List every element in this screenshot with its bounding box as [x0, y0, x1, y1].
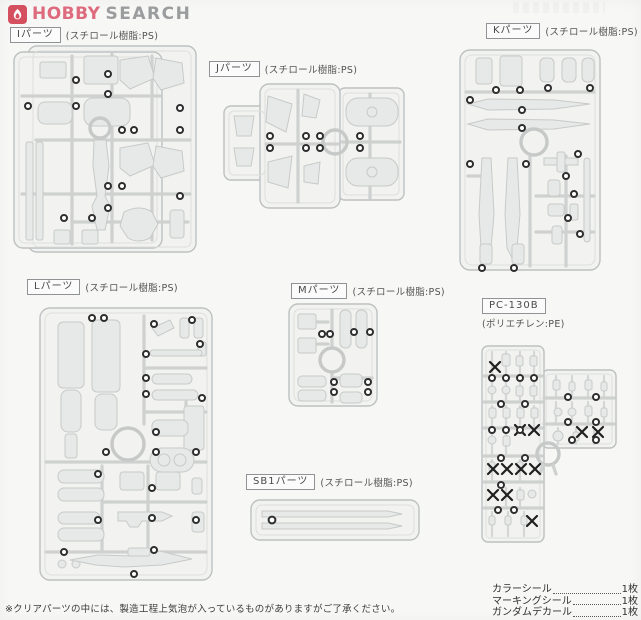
runner-pc-label: PC-130B (ポリエチレン:PE) — [482, 298, 565, 330]
runner-j-label: Jパーツ (スチロール樹脂:PS) — [209, 61, 357, 77]
print-bleed-artifact — [513, 2, 605, 13]
runner-l-material: (スチロール樹脂:PS) — [85, 283, 178, 294]
hobby-search-logo: HOBBY SEARCH — [8, 4, 191, 24]
runner-i-label: Iパーツ (スチロール樹脂:PS) — [10, 27, 158, 43]
flame-icon — [8, 4, 27, 24]
runner-k-code-box: Kパーツ — [486, 23, 541, 39]
logo-text-primary: HOBBY — [32, 4, 101, 24]
part-number-markers — [24, 70, 184, 222]
content-count: 1枚 — [621, 584, 638, 595]
runner-pc-material: (ポリエチレン:PE) — [482, 319, 565, 330]
runner-m-material: (スチロール樹脂:PS) — [352, 287, 445, 298]
content-label: ガンダムデカール — [492, 607, 572, 618]
logo-text-secondary: SEARCH — [105, 4, 192, 24]
dotted-leader — [572, 604, 621, 605]
runner-i-sprue-diagram — [12, 44, 198, 256]
content-label: カラーシール — [492, 584, 552, 595]
sprue-drawing-m — [288, 303, 378, 407]
runner-j-material: (スチロール樹脂:PS) — [264, 65, 358, 76]
content-count: 1枚 — [621, 607, 638, 618]
sprue-drawing-j — [223, 83, 405, 209]
sprue-drawing-pc — [481, 345, 617, 543]
runner-pc-sprue-diagram — [468, 340, 626, 548]
part-number-markers — [266, 132, 364, 152]
part-number-markers — [60, 314, 206, 578]
unused-part-x-marks — [486, 360, 605, 528]
runner-i-material: (スチロール樹脂:PS) — [65, 31, 159, 42]
kit-contents-list: カラーシール 1枚 マーキングシール 1枚 ガンダムデカール 1枚 — [492, 584, 638, 619]
sprue-drawing-l — [39, 307, 213, 581]
dotted-leader — [573, 615, 621, 617]
dotted-leader — [552, 592, 621, 594]
part-number-markers — [466, 84, 594, 272]
runner-k-sprue-diagram — [456, 46, 604, 274]
list-item: カラーシール 1枚 — [492, 584, 638, 596]
list-item: ガンダムデカール 1枚 — [492, 607, 638, 619]
content-count: 1枚 — [621, 595, 638, 607]
runner-sb1-material: (スチロール樹脂:PS) — [320, 478, 413, 489]
runner-i-code-box: Iパーツ — [10, 27, 61, 43]
list-item: マーキングシール 1枚 — [492, 596, 638, 608]
runner-pc-code-box: PC-130B — [482, 298, 546, 314]
runner-sb1-sprue-diagram — [249, 498, 421, 542]
runner-k-label: Kパーツ (スチロール樹脂:PS) — [486, 23, 638, 39]
content-label: マーキングシール — [492, 595, 572, 607]
runner-l-code-box: Lパーツ — [27, 279, 81, 295]
clear-parts-footnote: ※クリアパーツの中には、製造工程上気泡が入っているものがありますがご了承ください… — [5, 604, 401, 615]
runner-k-material: (スチロール樹脂:PS) — [545, 27, 638, 38]
part-number-markers — [488, 374, 600, 514]
sprue-drawing-sb1 — [250, 499, 420, 541]
runner-j-sprue-diagram — [222, 80, 406, 220]
runner-sb1-label: SB1パーツ (スチロール樹脂:PS) — [246, 474, 413, 490]
part-number-markers — [318, 328, 374, 396]
sprue-drawing-i — [13, 45, 197, 253]
runner-m-code-box: Mパーツ — [291, 283, 348, 299]
runner-j-code-box: Jパーツ — [209, 61, 260, 77]
runner-m-label: Mパーツ (スチロール樹脂:PS) — [291, 283, 445, 299]
runner-sb1-code-box: SB1パーツ — [246, 474, 316, 490]
runner-l-sprue-diagram — [36, 302, 216, 586]
runner-m-sprue-diagram — [286, 298, 380, 412]
sprue-drawing-k — [459, 49, 601, 272]
runner-l-label: Lパーツ (スチロール樹脂:PS) — [27, 279, 178, 295]
